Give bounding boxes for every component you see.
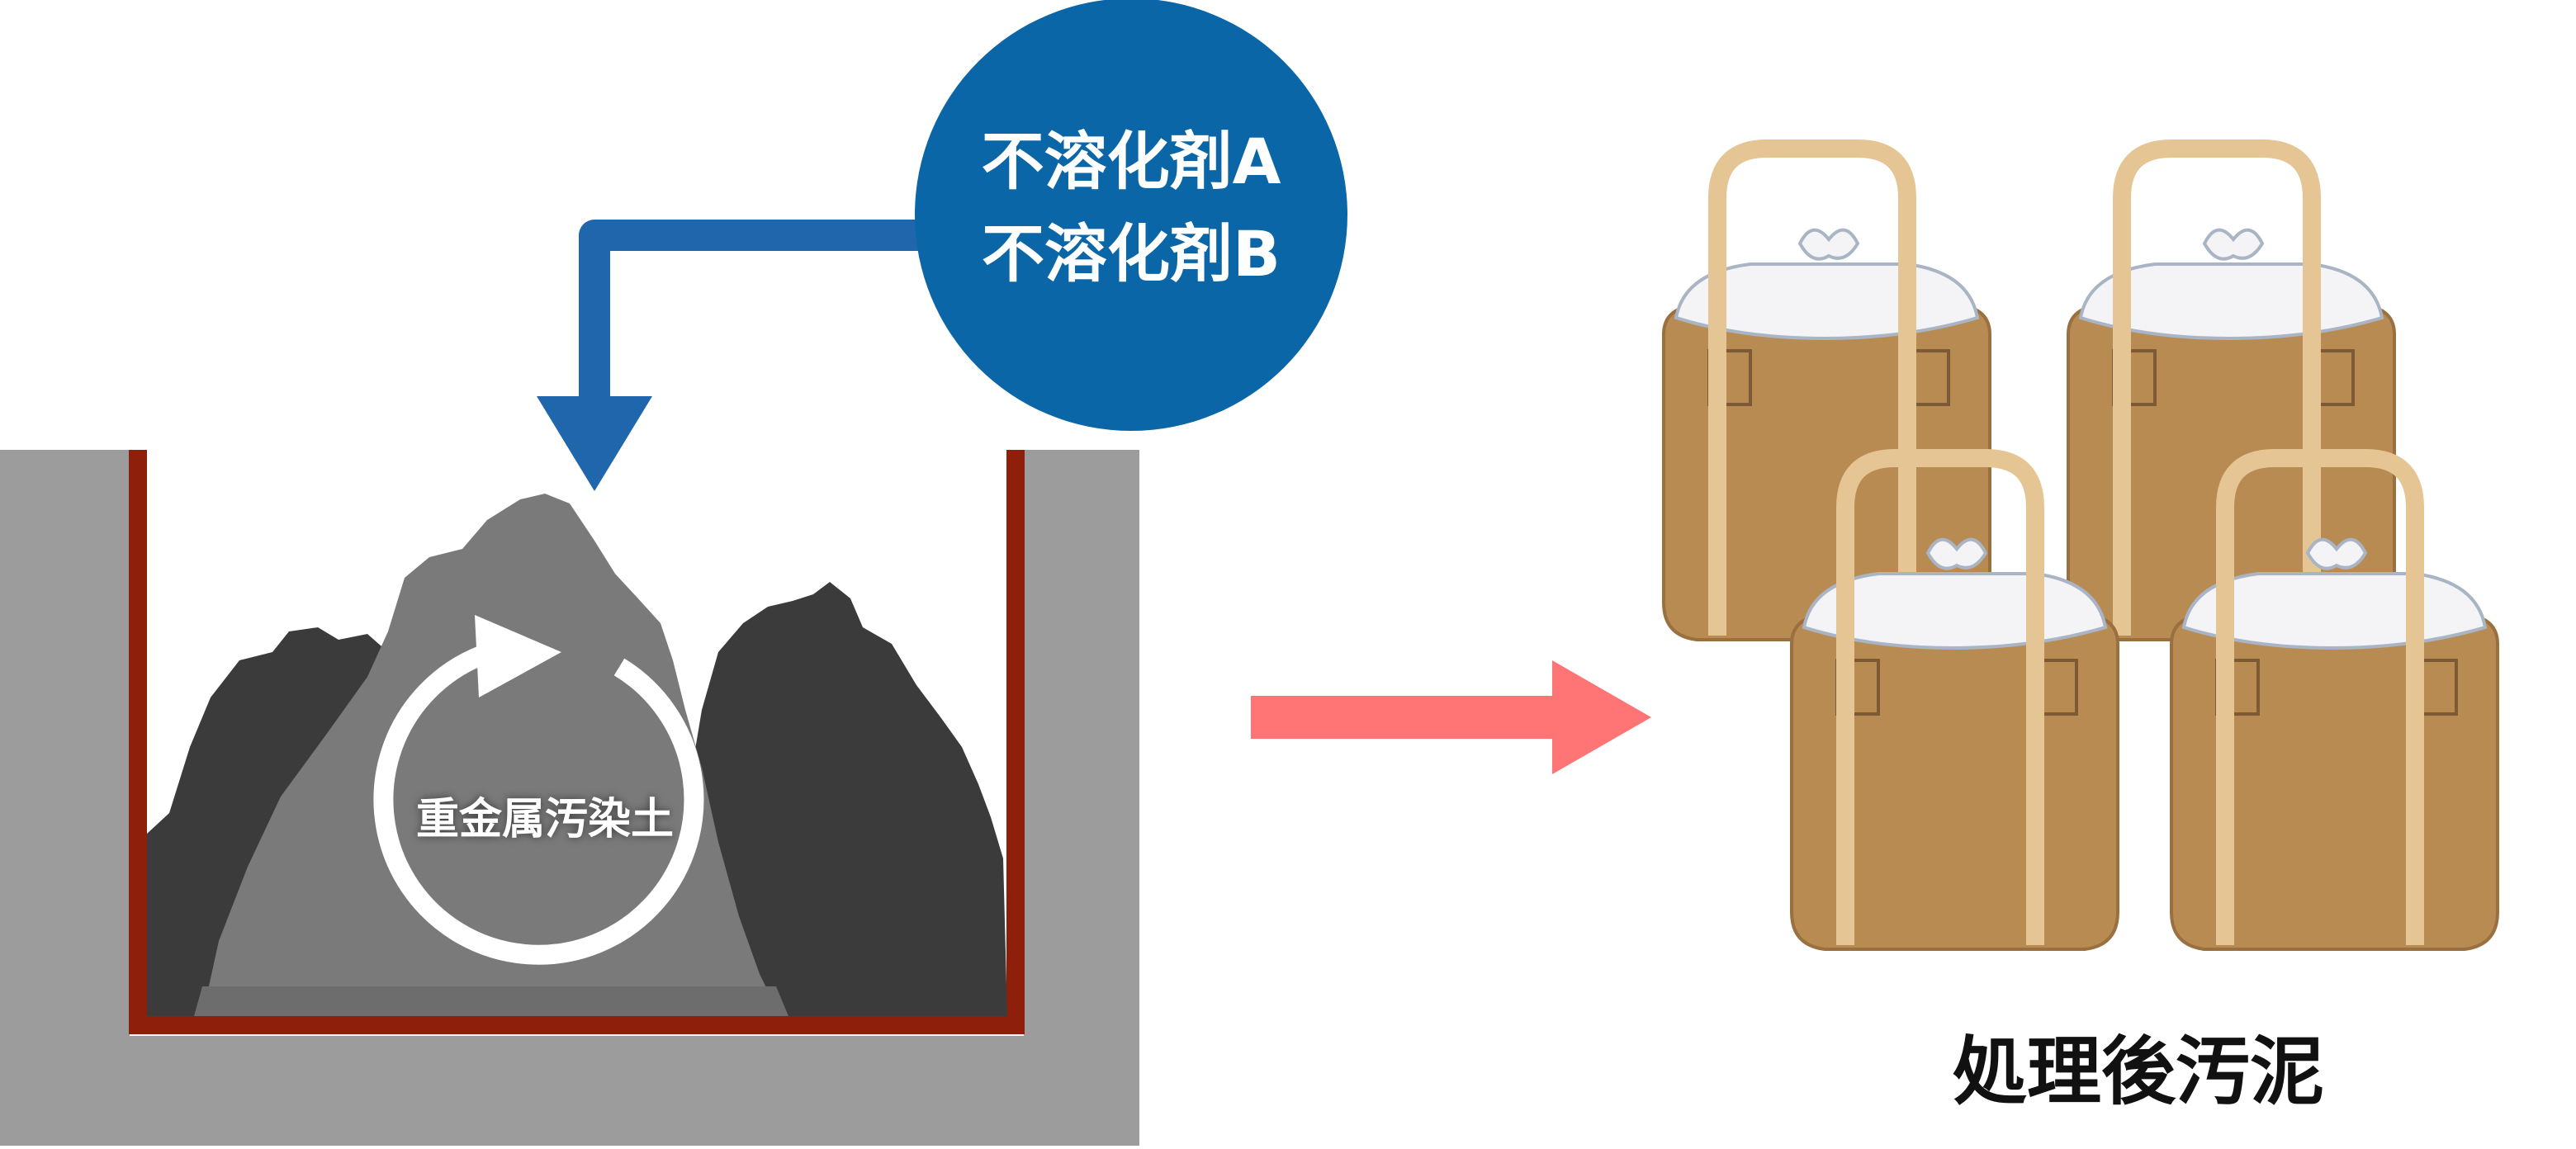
agent-label-line2: 不溶化剤B bbox=[982, 217, 1281, 291]
bag-tie bbox=[2305, 537, 2368, 570]
bulk-bags bbox=[1662, 139, 2499, 951]
bulk-bag-icon bbox=[1790, 449, 2119, 951]
agent-label: 不溶化剤A 不溶化剤B bbox=[916, 116, 1346, 300]
soil-piles bbox=[147, 494, 1007, 1016]
bag-tie bbox=[1797, 228, 1860, 261]
bag-front-handle bbox=[1708, 139, 1916, 636]
soil-label: 重金属汚染土 bbox=[415, 795, 674, 844]
soil-pile-center bbox=[202, 494, 780, 1016]
bag-front-handle bbox=[2216, 449, 2424, 945]
bulk-bag-icon bbox=[2170, 449, 2499, 951]
agent-label-line1: 不溶化剤A bbox=[981, 125, 1281, 198]
bag-tie bbox=[2202, 228, 2265, 261]
bag-front-handle bbox=[2113, 139, 2321, 636]
soil-pile-right bbox=[661, 582, 1007, 1016]
agent-feed-arrow-icon bbox=[537, 220, 933, 491]
result-label: 処理後汚泥 bbox=[1953, 1028, 2324, 1115]
mixing-arrow-icon bbox=[373, 615, 704, 965]
bag-front-handle bbox=[1836, 449, 2044, 945]
soil-pile-center-base bbox=[194, 986, 788, 1016]
pit-liner bbox=[129, 450, 1025, 1034]
bulk-bag-icon bbox=[1662, 139, 1991, 641]
bag-tie bbox=[1925, 537, 1988, 570]
agent-badge bbox=[915, 0, 1347, 431]
process-arrow-icon bbox=[1251, 660, 1651, 774]
